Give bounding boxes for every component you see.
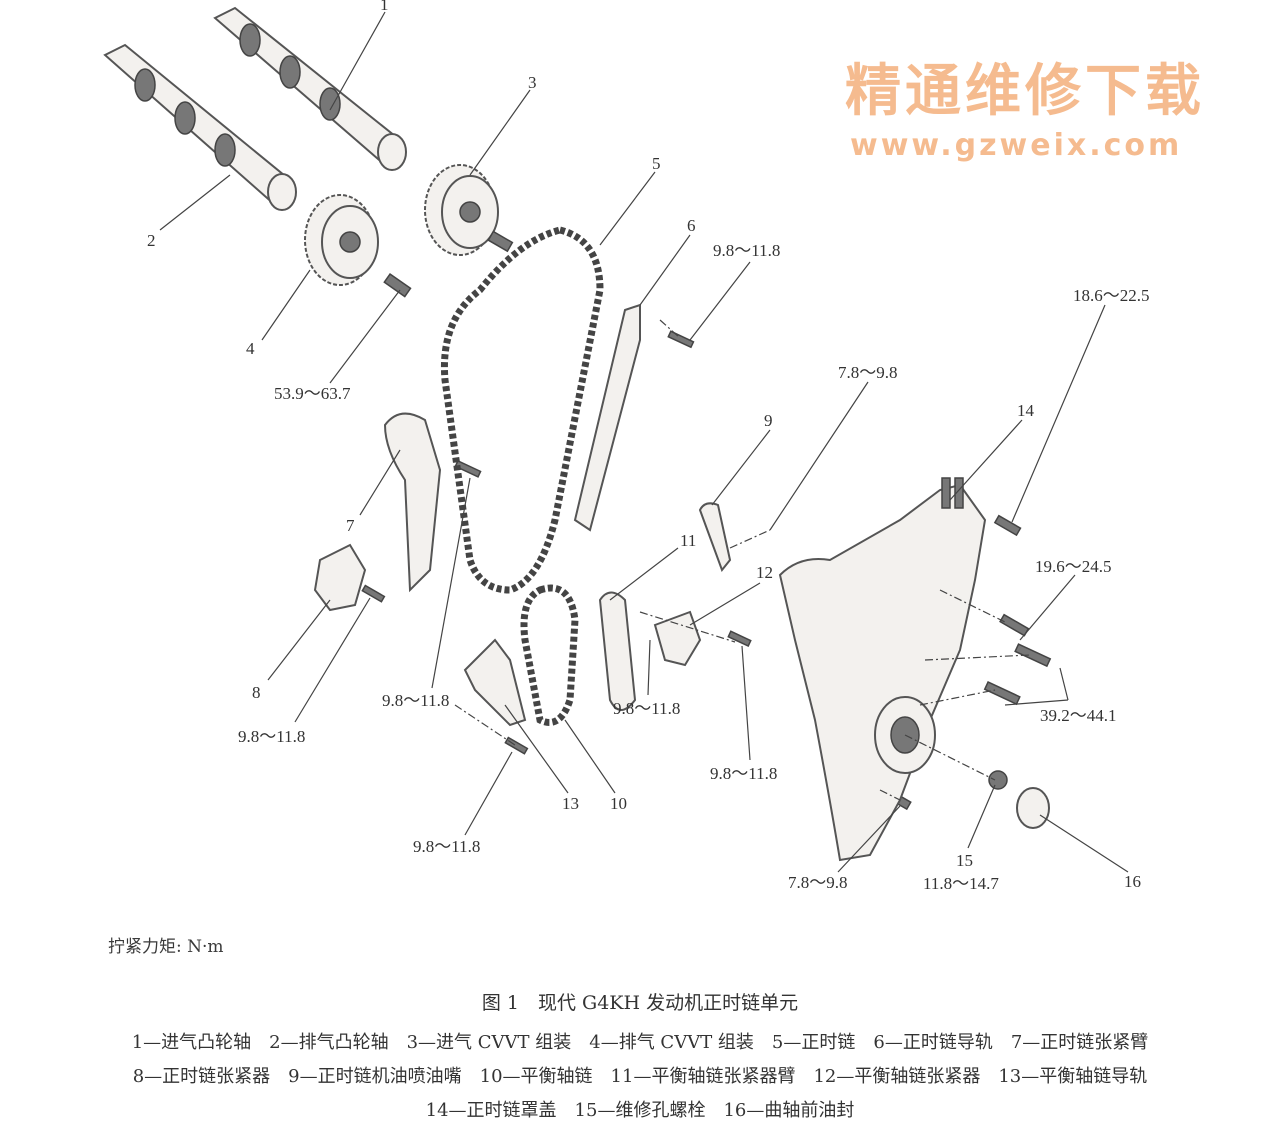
intake-camshaft (213, 6, 407, 171)
legend-line-2: 8—正时链张紧器 9—正时链机油喷油嘴 10—平衡轴链 11—平衡轴链张紧器臂 … (132, 1066, 1148, 1087)
callout-5: 5 (652, 154, 661, 173)
legend-line-3: 14—正时链罩盖 15—维修孔螺栓 16—曲轴前油封 (425, 1100, 855, 1121)
torque-guide-13: 9.8～11.8 (413, 837, 480, 856)
callout-11: 11 (680, 531, 696, 550)
timing-chain-tensioner (313, 543, 367, 612)
callout-1: 1 (380, 0, 389, 14)
legend-line-1: 1—进气凸轮轴 2—排气凸轮轴 3—进气 CVVT 组装 4—排气 CVVT 组… (131, 1032, 1149, 1053)
callout-4: 4 (246, 339, 255, 358)
torque-cover-top: 18.6～22.5 (1073, 286, 1150, 305)
crankshaft-front-oil-seal (1016, 787, 1050, 829)
oil-jet-nozzle (698, 502, 732, 573)
exploded-diagram: 精通维修下载 www.gzweix.com 1 2 3 4 5 6 7 8 9 … (103, 0, 1205, 893)
callout-9: 9 (764, 411, 773, 430)
timing-chain-cover (778, 477, 987, 862)
torque-tensioner-12: 9.8～11.8 (710, 764, 777, 783)
torque-arm-11: 9.8～11.8 (613, 699, 680, 718)
torque-arm-7: 9.8～11.8 (382, 691, 449, 710)
callout-14: 14 (1017, 401, 1035, 420)
callout-15: 15 (956, 851, 973, 870)
torque-nozzle: 7.8～9.8 (838, 363, 898, 382)
balance-chain (520, 584, 579, 726)
exhaust-camshaft (103, 43, 297, 211)
torque-cover-bottom: 7.8～9.8 (788, 873, 848, 892)
callout-6: 6 (687, 216, 696, 235)
callout-10: 10 (610, 794, 627, 813)
callout-3: 3 (528, 73, 537, 92)
callout-8: 8 (252, 683, 261, 702)
figure-title: 图 1 现代 G4KH 发动机正时链单元 (481, 992, 799, 1014)
balance-chain-guide (463, 638, 527, 727)
callout-12: 12 (756, 563, 773, 582)
torque-guide-6: 9.8～11.8 (713, 241, 780, 260)
timing-chain (440, 226, 604, 594)
callout-2: 2 (147, 231, 156, 250)
callout-13: 13 (562, 794, 579, 813)
timing-chain-tensioner-arm (383, 412, 442, 593)
torque-cover-big: 39.2～44.1 (1040, 706, 1117, 725)
watermark-url: www.gzweix.com (850, 128, 1182, 163)
exhaust-cvvt (304, 194, 379, 286)
torque-cvvt: 53.9～63.7 (274, 384, 351, 403)
balance-chain-tensioner (653, 610, 702, 667)
intake-cvvt (424, 164, 499, 256)
callout-7: 7 (346, 516, 355, 535)
torque-tensioner-8: 9.8～11.8 (238, 727, 305, 746)
torque-cover-mid: 19.6～24.5 (1035, 557, 1112, 576)
watermark-cn: 精通维修下载 (845, 58, 1205, 124)
bolts (361, 230, 1052, 811)
timing-chain-guide (573, 303, 641, 532)
callout-16: 16 (1124, 872, 1141, 891)
torque-plug-15: 11.8～14.7 (923, 874, 999, 893)
torque-unit-note: 拧紧力矩: N·m (108, 937, 224, 957)
balance-chain-tensioner-arm (598, 591, 637, 711)
